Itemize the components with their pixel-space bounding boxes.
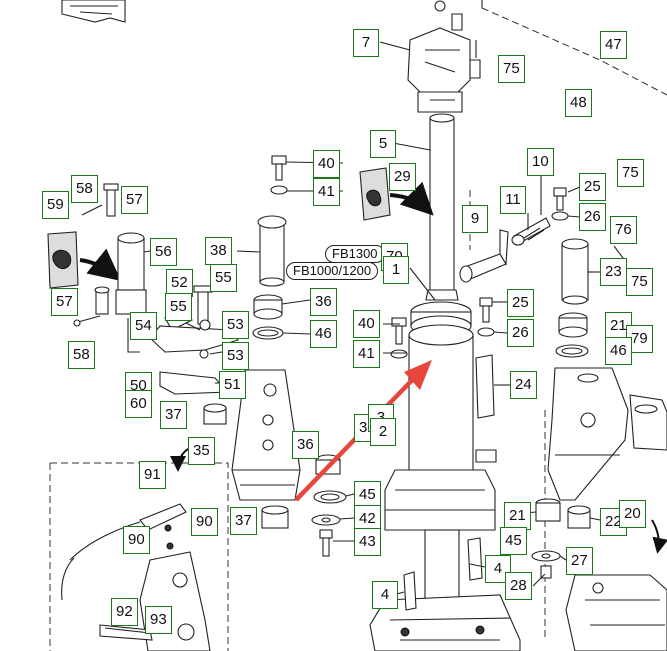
- part-label-53-upper: 53: [222, 311, 249, 339]
- part-label-25-upper: 25: [579, 173, 606, 201]
- part-label-58-lower: 58: [68, 341, 95, 369]
- part-label-7: 7: [353, 29, 379, 57]
- part-label-51: 51: [219, 371, 246, 399]
- part-label-40-lower: 40: [353, 310, 380, 338]
- part-label-93: 93: [145, 606, 172, 634]
- bushings-lower-right: [531, 498, 591, 579]
- part-label-21-lower: 21: [504, 502, 531, 530]
- part-label-90-right: 90: [191, 508, 218, 536]
- bushing-rings-right: [555, 312, 589, 358]
- part-label-40-upper: 40: [313, 150, 340, 178]
- part-label-11: 11: [500, 186, 526, 214]
- part-label-28: 28: [505, 572, 532, 600]
- part-label-46-upper: 46: [310, 320, 337, 348]
- part-label-38: 38: [205, 237, 232, 265]
- part-label-90-left: 90: [123, 526, 150, 554]
- washers-bolt-left: [311, 490, 347, 557]
- bolt-25-26-right: [551, 187, 569, 221]
- pin-38: [257, 215, 287, 287]
- part-label-26-lower: 26: [507, 319, 534, 347]
- head-mount-assembly: [407, 0, 483, 113]
- part-label-27: 27: [566, 547, 593, 575]
- part-label-58-upper: 58: [71, 175, 98, 203]
- model-fb1000-1200-badge: FB1000/1200: [286, 262, 379, 280]
- part-label-26-upper: 26: [579, 203, 606, 231]
- part-label-37-lower: 37: [230, 507, 257, 535]
- part-label-37-upper: 37: [160, 401, 187, 429]
- part-label-5: 5: [370, 130, 396, 158]
- part-label-43: 43: [354, 528, 381, 556]
- pin-24: [475, 354, 497, 463]
- part-label-48: 48: [565, 89, 592, 117]
- part-label-24: 24: [510, 371, 537, 399]
- main-shaft: [425, 113, 459, 301]
- part-label-56: 56: [150, 238, 177, 266]
- part-label-45-left: 45: [354, 481, 381, 509]
- part-label-36-lower: 36: [292, 431, 319, 459]
- linkage-plates: [127, 285, 239, 395]
- part-label-57-lower: 57: [51, 288, 78, 316]
- pins-lower-left: [73, 286, 110, 327]
- main-column-assembly: [369, 301, 521, 651]
- part-label-41-upper: 41: [313, 178, 340, 206]
- bolts-upper-center: [270, 155, 495, 359]
- part-label-92: 92: [111, 598, 138, 626]
- clip-29: [359, 167, 391, 221]
- part-label-75-right: 75: [617, 159, 644, 187]
- swing-arm-left: [231, 369, 301, 501]
- lower-right-beam: [565, 574, 667, 651]
- part-label-1: 1: [383, 256, 409, 284]
- part-label-57-upper: 57: [121, 186, 148, 214]
- model-fb1300-badge: FB1300: [325, 245, 385, 263]
- part-label-91: 91: [139, 461, 166, 489]
- part-label-36-upper: 36: [310, 288, 337, 316]
- fittings-9-10-11: [459, 217, 551, 283]
- part-label-60: 60: [125, 390, 152, 418]
- clip-59: [47, 231, 79, 289]
- part-label-59: 59: [42, 191, 69, 219]
- part-label-75-lower: 75: [626, 268, 653, 296]
- part-label-41-lower: 41: [353, 340, 380, 368]
- part-label-35: 35: [188, 437, 215, 465]
- part-label-9: 9: [462, 205, 488, 233]
- part-label-55-lower: 55: [165, 293, 192, 321]
- part-label-53-lower: 53: [222, 342, 249, 370]
- part-label-25-lower: 25: [507, 289, 534, 317]
- swing-arm-right: [547, 367, 667, 501]
- part-label-47: 47: [600, 31, 627, 59]
- cylinder-56: [81, 183, 147, 315]
- part-label-54: 54: [130, 312, 157, 340]
- part-label-23: 23: [600, 258, 627, 286]
- part-label-4-left: 4: [372, 581, 398, 609]
- direction-arrows: [79, 181, 667, 554]
- top-left-bracket-fragment: [61, 0, 126, 23]
- part-label-46-right: 46: [605, 337, 632, 365]
- part-label-29: 29: [389, 163, 416, 191]
- part-label-76: 76: [610, 216, 637, 244]
- bushing-rings-left: [252, 294, 284, 340]
- part-label-45-right: 45: [500, 527, 527, 555]
- part-label-2: 2: [370, 418, 396, 446]
- plates-4: [403, 537, 483, 611]
- part-label-55-upper: 55: [210, 264, 237, 292]
- part-label-20: 20: [619, 500, 646, 528]
- part-label-75-top: 75: [498, 55, 525, 83]
- pin-23: [561, 238, 589, 305]
- part-label-10: 10: [527, 148, 554, 176]
